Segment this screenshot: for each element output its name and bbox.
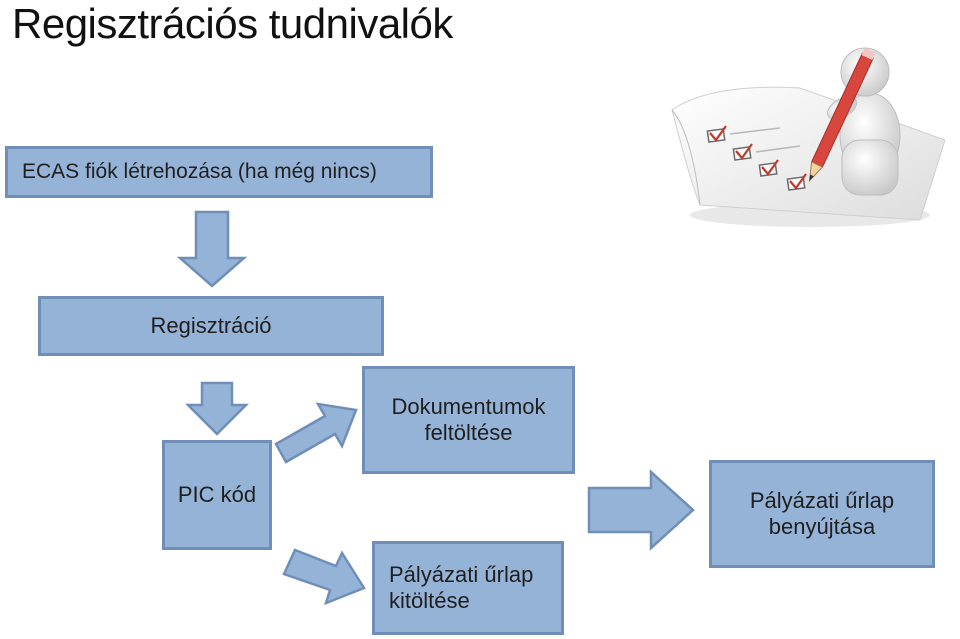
arrow-down-ecas-to-registration: [176, 210, 248, 288]
arrow-pic-to-documents: [274, 402, 358, 464]
step-submit-label-line1: Pályázati űrlap: [749, 488, 895, 513]
arrow-pic-to-fill-form: [282, 548, 366, 606]
step-pic-code: PIC kód: [162, 440, 272, 550]
arrow-down-registration-to-pic: [184, 381, 250, 436]
step-ecas-account: ECAS fiók létrehozása (ha még nincs): [5, 146, 433, 198]
step-pic-label: PIC kód: [177, 482, 257, 507]
step-submit-form: Pályázati űrlap benyújtása: [709, 460, 935, 568]
step-documents-label-line1: Dokumentumok: [391, 394, 546, 419]
step-upload-documents: Dokumentumok feltöltése: [362, 366, 575, 474]
checklist-illustration: [660, 30, 955, 230]
step-registration-label: Regisztráció: [150, 313, 272, 338]
step-fill-form: Pályázati űrlap kitöltése: [372, 541, 564, 635]
step-submit-label-line2: benyújtása: [768, 514, 876, 539]
step-fill-label-line2: kitöltése: [389, 588, 470, 613]
step-registration: Regisztráció: [38, 296, 384, 356]
step-fill-label-line1: Pályázati űrlap: [389, 562, 534, 587]
arrow-to-submit: [587, 469, 695, 551]
step-documents-label-line2: feltöltése: [424, 420, 513, 445]
checklist-figure-with-pencil-icon: [671, 47, 946, 227]
step-ecas-label: ECAS fiók létrehozása (ha még nincs): [22, 160, 377, 183]
slide-title: Regisztrációs tudnivalók: [12, 0, 453, 47]
